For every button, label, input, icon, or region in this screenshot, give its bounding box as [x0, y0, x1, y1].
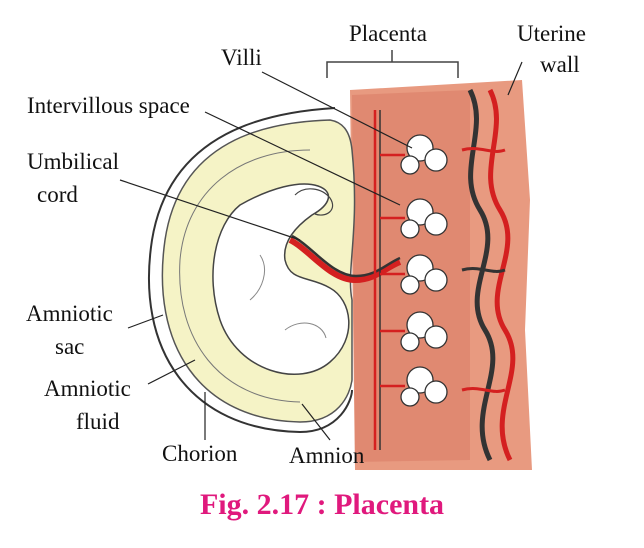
fetus: [212, 183, 350, 375]
label-amniotic-fluid-line1: Amniotic: [44, 376, 131, 401]
label-uterine-wall-line1: Uterine: [517, 21, 586, 46]
leader-amniotic-sac: [127, 314, 164, 329]
villus-stems: [373, 110, 405, 450]
maternal-vessels: [461, 88, 516, 462]
amnion-membrane: [179, 149, 311, 403]
figure-caption: Fig. 2.17 : Placenta: [199, 488, 445, 521]
leader-amnion: [301, 403, 331, 441]
label-umbilical-cord-line1: Umbilical: [27, 149, 119, 174]
villi: [400, 134, 448, 407]
label-amniotic-sac-line1: Amniotic: [26, 301, 113, 326]
label-placenta: Placenta: [349, 21, 427, 46]
label-intervillous-space: Intervillous space: [27, 93, 190, 118]
label-amniotic-fluid-line2: fluid: [76, 409, 120, 434]
umbilical-cord: [288, 237, 402, 284]
label-chorion: Chorion: [162, 441, 238, 466]
label-amnion: Amnion: [289, 443, 365, 468]
umbilical-cord-vein: [291, 234, 401, 278]
label-uterine-wall-line2: wall: [540, 52, 580, 77]
leader-amniotic-fluid: [147, 359, 196, 385]
label-umbilical-cord-line2: cord: [37, 182, 78, 207]
label-amniotic-sac-line2: sac: [55, 334, 85, 359]
leader-uterine-wall: [507, 61, 523, 96]
placenta-bracket: [326, 50, 459, 78]
leader-intervillous-space: [204, 111, 401, 206]
leader-umbilical-cord: [119, 179, 301, 241]
label-villi: Villi: [221, 45, 262, 70]
leader-lines: [119, 61, 523, 441]
leader-villi: [261, 71, 413, 149]
